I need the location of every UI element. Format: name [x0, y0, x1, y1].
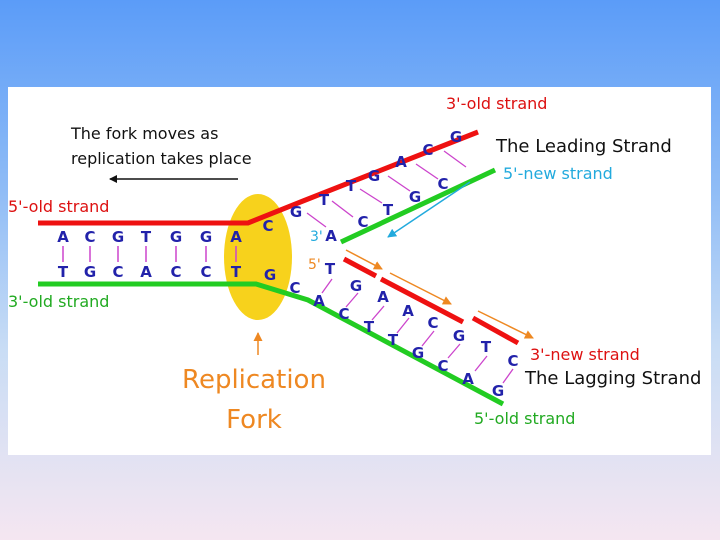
base-lower-inner-4: C [427, 314, 438, 332]
hydrogen-bond [331, 200, 354, 218]
base-lower-inner-0: T [325, 260, 336, 278]
base-bottom-left-5: C [200, 263, 211, 281]
lagging-old-strand-label: 5'-old strand [474, 409, 575, 428]
base-lower-inner-6: T [481, 338, 492, 356]
base-upper-outer-0: C [262, 217, 273, 235]
fork-blob [224, 194, 292, 320]
base-lower-inner-7: C [507, 352, 518, 370]
hydrogen-bond [371, 305, 385, 321]
lagging-fragment-2 [379, 276, 465, 325]
lagging-fragment-3 [471, 315, 520, 346]
caption-line-2: replication takes place [71, 149, 252, 168]
hydrogen-bond [396, 317, 410, 334]
leading-new-strand-label: 5'-new strand [503, 164, 613, 183]
base-lower-outer-8: A [462, 370, 474, 388]
hydrogen-bond [443, 150, 467, 168]
base-top-left-6: A [230, 228, 242, 246]
hydrogen-bond [447, 343, 461, 359]
leading-end-label: 3' [310, 229, 323, 245]
base-upper-outer-1: G [290, 203, 302, 221]
base-bottom-left-2: C [112, 263, 123, 281]
base-lower-outer-2: A [313, 292, 325, 310]
hydrogen-bond [321, 278, 333, 294]
hydrogen-bond [345, 292, 359, 308]
hydrogen-bond [415, 163, 439, 180]
fork-label-line-1: Replication [182, 365, 326, 395]
leading-strand-title: The Leading Strand [495, 136, 672, 157]
base-lower-inner-3: A [402, 302, 414, 320]
dna-replication-diagram: The fork moves as replication takes plac… [8, 94, 701, 435]
hydrogen-bond [306, 212, 327, 228]
lagging-direction-arrow-1 [345, 249, 383, 270]
leading-old-strand-label: 3'-old strand [446, 94, 547, 113]
base-upper-outer-3: T [346, 177, 357, 195]
base-top-left-1: C [84, 228, 95, 246]
base-top-left-2: G [112, 228, 124, 246]
base-lower-outer-4: T [364, 318, 375, 336]
base-upper-inner-1: C [357, 213, 368, 231]
base-lower-inner-2: A [377, 288, 389, 306]
lagging-new-strand-label: 3'-new strand [530, 345, 640, 364]
base-bottom-left-4: C [170, 263, 181, 281]
hydrogen-bond [502, 368, 514, 384]
old-strand-top [38, 129, 479, 226]
base-lower-outer-5: T [388, 331, 399, 349]
base-lower-outer-0: G [264, 266, 276, 284]
caption-line-1: The fork moves as [70, 124, 218, 143]
base-lower-outer-6: G [412, 344, 424, 362]
lagging-direction-arrow-2 [389, 272, 452, 305]
base-upper-outer-2: T [319, 191, 330, 209]
base-bottom-left-6: T [231, 263, 242, 281]
base-upper-outer-4: G [368, 167, 380, 185]
hydrogen-bond [387, 175, 411, 192]
base-top-left-4: G [170, 228, 182, 246]
lagging-start-label: 5' [308, 257, 321, 273]
base-upper-outer-5: A [395, 153, 407, 171]
base-top-left-5: G [200, 228, 212, 246]
base-bottom-left-1: G [84, 263, 96, 281]
top-left-strand-label: 5'-old strand [8, 197, 109, 216]
hbonds-arms [306, 150, 514, 384]
leading-new-strand [339, 167, 497, 245]
base-upper-outer-6: C [422, 141, 433, 159]
base-top-left-3: T [141, 228, 152, 246]
old-strand-bottom [38, 281, 505, 407]
base-lower-inner-1: G [350, 277, 362, 295]
lagging-direction-arrow-3 [477, 310, 534, 339]
base-upper-outer-7: G [450, 128, 462, 146]
base-upper-inner-4: C [437, 175, 448, 193]
base-lower-outer-1: C [289, 279, 300, 297]
hydrogen-bond [359, 188, 383, 204]
leading-direction-arrow [387, 181, 471, 238]
diagram-panel: The fork moves as replication takes plac… [8, 87, 711, 455]
hbonds-parental [62, 246, 237, 262]
base-lower-inner-5: G [453, 327, 465, 345]
bottom-left-strand-label: 3'-old strand [8, 292, 109, 311]
base-bottom-left-3: A [140, 263, 152, 281]
base-lower-outer-3: C [338, 305, 349, 323]
fork-label-line-2: Fork [226, 405, 282, 435]
base-top-left-0: A [57, 228, 69, 246]
base-upper-inner-3: G [409, 188, 421, 206]
hydrogen-bond [474, 355, 488, 372]
base-bottom-left-0: T [58, 263, 69, 281]
base-upper-inner-0: A [325, 227, 337, 245]
base-lower-outer-9: G [492, 382, 504, 400]
lagging-strand-title: The Lagging Strand [524, 368, 701, 389]
base-upper-inner-2: T [383, 201, 394, 219]
hydrogen-bond [421, 330, 435, 347]
base-lower-outer-7: C [437, 357, 448, 375]
lagging-fragment-1 [342, 256, 378, 279]
